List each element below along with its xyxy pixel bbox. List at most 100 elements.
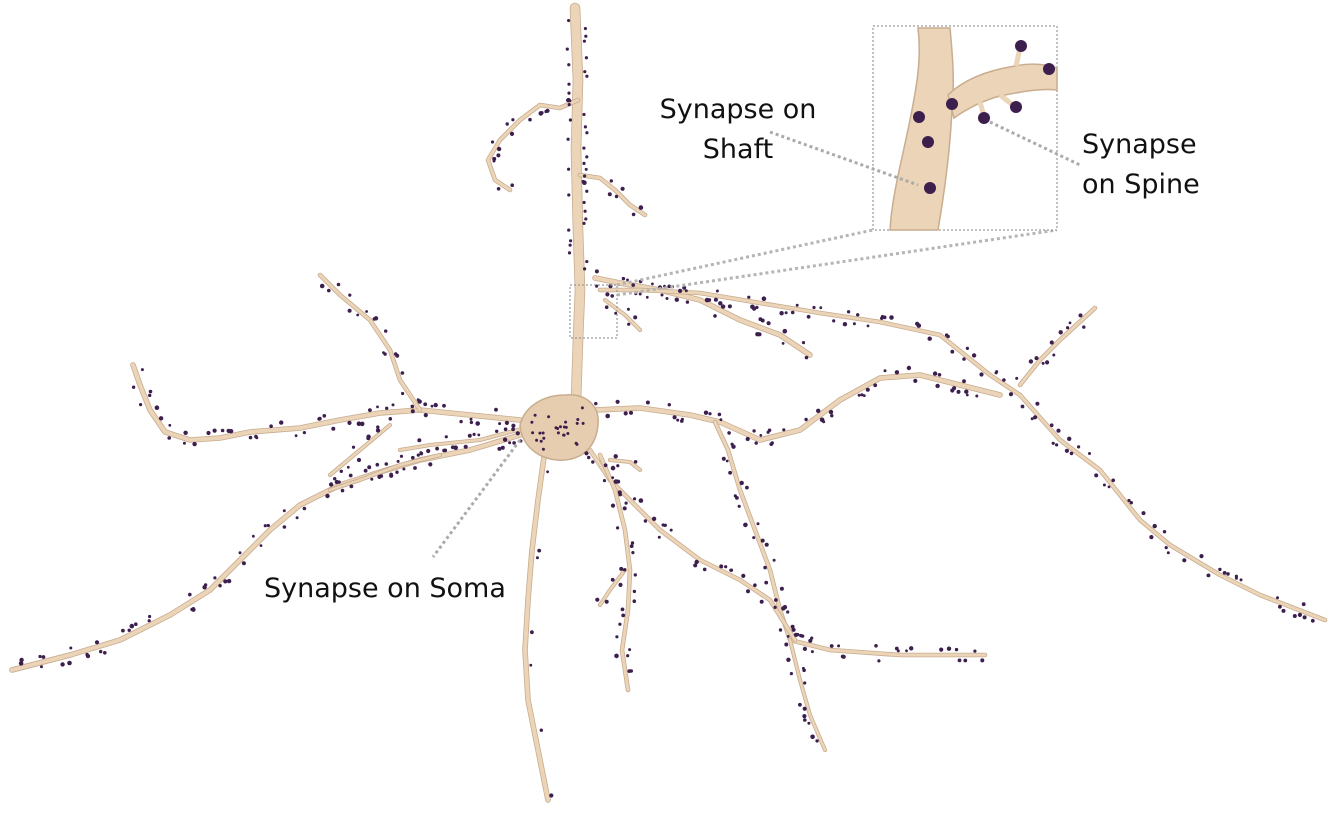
- dendrite-branch: [318, 273, 422, 412]
- synapse-dot: [540, 111, 544, 115]
- synapse-dot: [443, 448, 448, 453]
- synapse-dot: [829, 644, 834, 648]
- dendrite-tree: [9, 2, 1328, 803]
- synapse-dot: [607, 192, 612, 197]
- spine-callout-line: [989, 120, 1081, 167]
- synapse-dot: [1166, 551, 1170, 555]
- synapse-dot: [154, 405, 160, 411]
- synapse-dot: [423, 402, 428, 407]
- synapse-dot: [282, 525, 287, 529]
- synapse-dot: [631, 212, 636, 217]
- synapse-dot: [727, 304, 732, 309]
- synapse-dot: [746, 589, 750, 594]
- synapse-dot: [1049, 340, 1054, 345]
- synapse-dot: [442, 403, 446, 408]
- synapse-dot: [582, 112, 586, 117]
- synapse-dot: [685, 300, 690, 304]
- synapse-dot: [567, 91, 571, 95]
- synapse-dot: [774, 598, 778, 602]
- synapse-dot: [720, 304, 726, 309]
- synapse-dot: [559, 425, 562, 429]
- synapse-dot: [880, 316, 884, 320]
- synapse-dot: [223, 579, 228, 584]
- synapse-dot: [327, 288, 331, 293]
- synapse-dot: [400, 371, 405, 375]
- synapse-dot: [410, 409, 415, 414]
- synapse-dot: [615, 399, 620, 404]
- synapse-dot: [727, 431, 731, 435]
- synapse-dot: [618, 582, 623, 588]
- synapse-dot: [129, 623, 135, 629]
- synapse-dot: [67, 660, 72, 666]
- synapse-dot: [395, 470, 399, 474]
- synapse-dot: [631, 283, 635, 287]
- synapse-dot: [602, 479, 607, 483]
- synapse-dot: [1292, 614, 1297, 618]
- synapse-dot: [627, 322, 631, 326]
- label-synapse-on-shaft: Synapse on Shaft: [638, 90, 838, 170]
- synapse-dot: [541, 447, 545, 451]
- synapse-dot: [368, 408, 372, 412]
- synapse-dot: [18, 661, 24, 666]
- synapse-dot: [94, 640, 100, 645]
- synapse-dot: [583, 174, 587, 178]
- synapse-dot: [937, 373, 942, 377]
- synapse-dot: [1078, 313, 1083, 318]
- synapse-dot: [909, 646, 914, 651]
- synapse-dot: [973, 649, 977, 653]
- inset-synapse-dot: [946, 98, 958, 110]
- synapse-dot: [865, 387, 870, 392]
- synapse-dot: [633, 460, 638, 464]
- synapse-dot: [678, 288, 683, 293]
- synapse-dot: [583, 267, 587, 271]
- synapse-dot: [786, 635, 790, 638]
- synapse-dot: [725, 459, 729, 463]
- label-line: Synapse: [1082, 129, 1197, 160]
- synapse-dot: [1199, 554, 1204, 559]
- synapse-dot: [1045, 360, 1050, 365]
- synapse-dot: [950, 349, 955, 354]
- synapse-dot: [40, 665, 43, 669]
- synapse-dot: [302, 506, 307, 511]
- synapse-dot: [511, 427, 515, 432]
- synapse-dot: [385, 406, 389, 410]
- synapse-dot: [69, 646, 73, 650]
- synapse-dot: [581, 179, 585, 184]
- dendrite-branch: [1018, 306, 1097, 387]
- synapse-dot: [417, 438, 422, 443]
- synapse-dot: [772, 558, 776, 562]
- synapse-dot: [148, 389, 153, 394]
- label-synapse-on-soma: Synapse on Soma: [264, 573, 506, 604]
- synapse-dot: [463, 444, 468, 449]
- synapse-dot: [430, 404, 434, 408]
- synapse-dot: [302, 431, 306, 435]
- synapse-dot: [472, 432, 476, 436]
- synapse-dot: [721, 456, 726, 461]
- synapse-dot: [779, 311, 784, 316]
- synapse-dot: [819, 306, 823, 310]
- synapse-dot: [724, 565, 728, 569]
- dendrite-outline: [597, 287, 1328, 623]
- synapse-dot: [618, 622, 622, 626]
- synapse-dot: [731, 444, 736, 449]
- synapse-dot: [877, 659, 881, 663]
- synapse-dot: [585, 155, 589, 159]
- synapse-dot: [802, 646, 808, 652]
- synapse-dot: [782, 428, 786, 432]
- synapse-dot: [356, 421, 362, 427]
- synapse-dot: [708, 412, 712, 416]
- synapse-dot: [496, 153, 501, 158]
- inset-synapse-dot: [924, 182, 936, 194]
- synapse-dot: [121, 628, 125, 633]
- soma: [519, 394, 599, 461]
- synapse-dot: [490, 140, 495, 144]
- synapse-dot: [359, 421, 365, 427]
- synapse-dot: [645, 400, 650, 405]
- synapse-dot: [605, 413, 610, 419]
- synapse-dot: [426, 449, 430, 453]
- label-line: Shaft: [702, 134, 774, 165]
- synapse-dot: [759, 434, 763, 437]
- synapse-dots: [18, 18, 1315, 798]
- zoom-connector-line: [616, 228, 1058, 297]
- synapse-dot: [1055, 443, 1059, 447]
